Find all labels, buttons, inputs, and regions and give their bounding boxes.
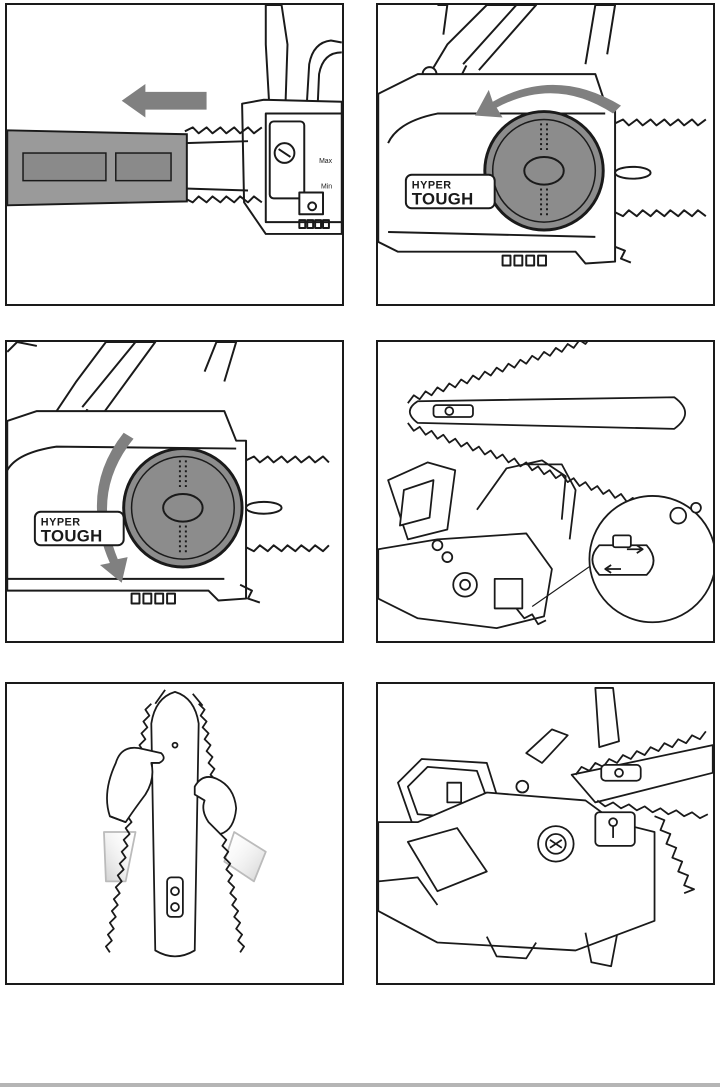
- step-panel-remove-bar: Max Min: [5, 3, 344, 306]
- chain-direction-illustration: [378, 342, 713, 641]
- cover-tighten-illustration: HYPER TOUGH: [7, 342, 342, 641]
- logo-line2: TOUGH: [41, 526, 103, 545]
- footer-rule: [0, 1083, 720, 1087]
- left-arrow-icon: [122, 84, 207, 118]
- fit-chain-illustration: [7, 684, 342, 983]
- logo-line2: TOUGH: [412, 189, 474, 208]
- bar-removal-illustration: Max Min: [7, 5, 342, 304]
- step-panel-loosen-cover: HYPER TOUGH: [376, 3, 715, 306]
- step-panel-chain-direction: [376, 340, 715, 643]
- step-panel-fit-chain: [5, 682, 344, 985]
- mount-bar-illustration: [378, 684, 713, 983]
- min-label: Min: [321, 184, 332, 191]
- cover-loosen-illustration: HYPER TOUGH: [378, 5, 713, 304]
- max-label: Max: [319, 158, 333, 165]
- step-panel-mount-bar: [376, 682, 715, 985]
- step-panel-tighten-cover: HYPER TOUGH: [5, 340, 344, 643]
